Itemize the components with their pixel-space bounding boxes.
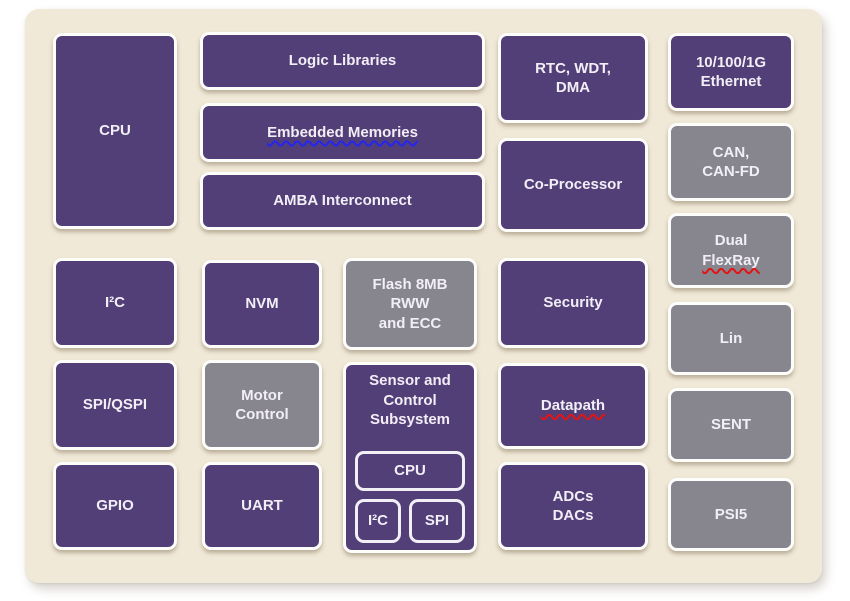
block-datapath-label: Datapath bbox=[540, 397, 606, 415]
block-psi5: PSI5 bbox=[668, 478, 794, 551]
block-security: Security bbox=[498, 258, 648, 348]
block-nvm: NVM bbox=[202, 260, 322, 348]
block-uart-label: UART bbox=[241, 497, 283, 515]
block-flash-label: Flash 8MB RWW and ECC bbox=[372, 275, 448, 332]
block-spi-qspi: SPI/QSPI bbox=[53, 360, 177, 450]
block-i2c-label: I²C bbox=[105, 294, 125, 312]
block-nvm-label: NVM bbox=[245, 295, 279, 313]
block-i2c: I²C bbox=[53, 258, 177, 348]
block-adcs-dacs-label: ADCs DACs bbox=[552, 487, 594, 525]
block-spi-qspi-label: SPI/QSPI bbox=[82, 396, 148, 414]
block-ethernet: 10/100/1G Ethernet bbox=[668, 33, 794, 111]
dual-flexray-line1: Dual bbox=[714, 232, 748, 249]
block-can: CAN, CAN-FD bbox=[668, 123, 794, 201]
block-amba-interconnect: AMBA Interconnect bbox=[200, 172, 485, 230]
block-gpio: GPIO bbox=[53, 462, 177, 550]
block-can-label: CAN, CAN-FD bbox=[702, 143, 760, 181]
block-ethernet-label: 10/100/1G Ethernet bbox=[695, 53, 767, 91]
block-motor-control-label: Motor Control bbox=[235, 386, 289, 424]
block-flash: Flash 8MB RWW and ECC bbox=[343, 258, 477, 350]
block-psi5-label: PSI5 bbox=[714, 505, 748, 523]
dual-flexray-line2: FlexRay bbox=[702, 251, 760, 269]
sensor-inner-i2c: I²C bbox=[355, 499, 401, 543]
block-co-processor-label: Co-Processor bbox=[523, 176, 623, 194]
sensor-subsystem-title: Sensor and Control Subsystem bbox=[369, 372, 451, 428]
sensor-inner-cpu-label: CPU bbox=[394, 462, 426, 480]
block-cpu: CPU bbox=[53, 33, 177, 229]
block-sent: SENT bbox=[668, 388, 794, 462]
block-sent-label: SENT bbox=[710, 416, 751, 434]
block-adcs-dacs: ADCs DACs bbox=[498, 462, 648, 550]
block-gpio-label: GPIO bbox=[96, 497, 134, 515]
sensor-inner-spi: SPI bbox=[409, 499, 465, 543]
sensor-inner-spi-label: SPI bbox=[424, 512, 450, 530]
block-embedded-memories-label: Embedded Memories bbox=[267, 123, 418, 141]
block-security-label: Security bbox=[543, 294, 603, 312]
block-dual-flexray: Dual FlexRay bbox=[668, 213, 794, 288]
chip-diagram-panel: CPU I²C SPI/QSPI GPIO Logic Libraries Em… bbox=[25, 9, 822, 583]
block-rtc-wdt-dma-label: RTC, WDT, DMA bbox=[535, 59, 611, 97]
block-sensor-control-subsystem: Sensor and Control Subsystem CPU I²C SPI bbox=[343, 362, 477, 553]
block-uart: UART bbox=[202, 462, 322, 550]
block-lin-label: Lin bbox=[719, 329, 743, 347]
block-lin: Lin bbox=[668, 302, 794, 375]
block-motor-control: Motor Control bbox=[202, 360, 322, 450]
block-datapath: Datapath bbox=[498, 363, 648, 449]
block-logic-libraries: Logic Libraries bbox=[200, 32, 485, 90]
block-cpu-label: CPU bbox=[99, 122, 131, 140]
block-co-processor: Co-Processor bbox=[498, 138, 648, 232]
block-amba-interconnect-label: AMBA Interconnect bbox=[273, 192, 412, 210]
block-embedded-memories: Embedded Memories bbox=[200, 103, 485, 162]
sensor-inner-i2c-label: I²C bbox=[368, 512, 388, 530]
sensor-inner-cpu: CPU bbox=[355, 451, 465, 491]
block-logic-libraries-label: Logic Libraries bbox=[288, 52, 397, 70]
block-rtc-wdt-dma: RTC, WDT, DMA bbox=[498, 33, 648, 123]
block-dual-flexray-label: Dual FlexRay bbox=[702, 231, 760, 270]
